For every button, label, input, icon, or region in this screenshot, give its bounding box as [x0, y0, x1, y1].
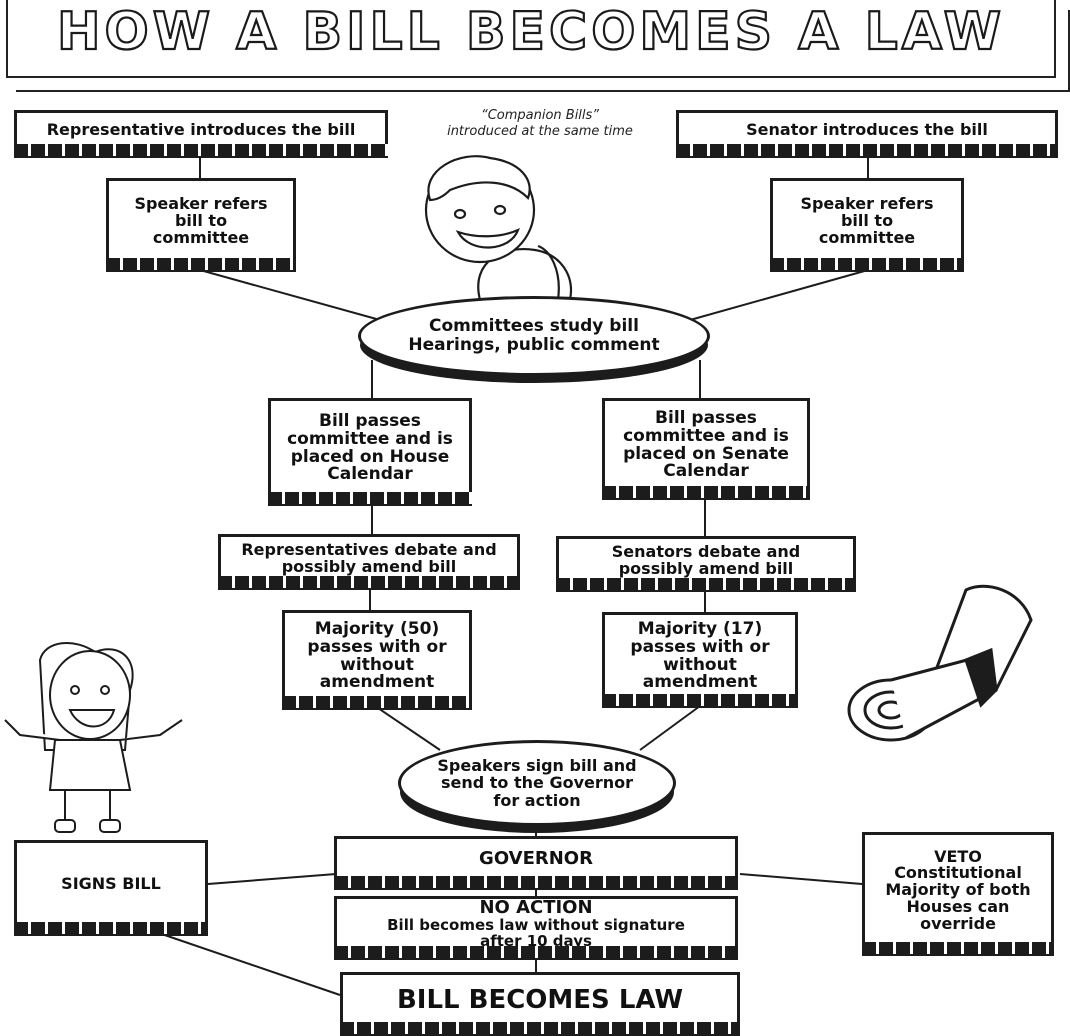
- title-banner: [6, 0, 1056, 78]
- signs-bill-box: SIGNS BILL: [14, 840, 208, 936]
- speakers-sign-label: Speakers sign bill and send to the Gover…: [437, 755, 637, 810]
- senate-calendar-box: Bill passes committee and is placed on S…: [602, 398, 810, 500]
- majority-senate-label: Majority (17) passes with or without ame…: [630, 618, 770, 693]
- page-title: HOW A BILL BECOMES A LAW: [56, 1, 1005, 63]
- no-action-title: NO ACTION: [479, 897, 593, 919]
- senator-introduces-box: Senator introduces the bill: [676, 110, 1058, 158]
- signs-bill-label: SIGNS BILL: [61, 874, 161, 894]
- senator-introduces-label: Senator introduces the bill: [746, 120, 988, 140]
- majority-senate-box: Majority (17) passes with or without ame…: [602, 612, 798, 708]
- connector-line: [689, 269, 869, 321]
- speaker-refers-right-label: Speaker refers bill to committee: [800, 194, 934, 247]
- no-action-text: Bill becomes law without signature after…: [387, 916, 685, 950]
- house-calendar-label: Bill passes committee and is placed on H…: [287, 410, 453, 485]
- senators-debate-box: Senators debate and possibly amend bill: [556, 536, 856, 592]
- committees-study-oval: Committees study bill Hearings, public c…: [358, 296, 710, 376]
- committees-study-label: Committees study bill Hearings, public c…: [408, 316, 660, 355]
- note-line-2: introduced at the same time: [447, 123, 633, 139]
- speaker-refers-right-box: Speaker refers bill to committee: [770, 178, 964, 272]
- speakers-sign-oval: Speakers sign bill and send to the Gover…: [398, 740, 676, 826]
- veto-label: VETO Constitutional Majority of both Hou…: [885, 846, 1031, 933]
- reps-debate-label: Representatives debate and possibly amen…: [241, 539, 497, 576]
- girl-illustration-icon: [4, 641, 183, 833]
- connector-line: [207, 873, 337, 885]
- bill-becomes-law-label: BILL BECOMES LAW: [396, 984, 684, 1015]
- speaker-refers-left-label: Speaker refers bill to committee: [134, 194, 268, 247]
- majority-house-box: Majority (50) passes with or without ame…: [282, 610, 472, 710]
- senate-calendar-label: Bill passes committee and is placed on S…: [623, 407, 789, 482]
- rolled-scroll-icon: [847, 584, 1033, 742]
- boy-illustration-icon: [424, 155, 573, 302]
- no-action-box: NO ACTION Bill becomes law without signa…: [334, 896, 738, 960]
- majority-house-label: Majority (50) passes with or without ame…: [307, 618, 447, 693]
- connector-line: [199, 269, 381, 321]
- connector-line: [739, 873, 863, 885]
- connector-line: [149, 929, 341, 996]
- house-calendar-box: Bill passes committee and is placed on H…: [268, 398, 472, 506]
- veto-box: VETO Constitutional Majority of both Hou…: [862, 832, 1054, 956]
- reps-debate-box: Representatives debate and possibly amen…: [218, 534, 520, 590]
- note-line-1: “Companion Bills”: [480, 108, 600, 123]
- governor-box: GOVERNOR: [334, 836, 738, 890]
- companion-bills-note: “Companion Bills” introduced at the same…: [424, 108, 656, 139]
- connector-line: [639, 705, 701, 751]
- bill-becomes-law-box: BILL BECOMES LAW: [340, 972, 740, 1036]
- speaker-refers-left-box: Speaker refers bill to committee: [106, 178, 296, 272]
- senators-debate-label: Senators debate and possibly amend bill: [611, 541, 801, 578]
- title-shadow: [16, 10, 1070, 92]
- rep-introduces-box: Representative introduces the bill: [14, 110, 388, 158]
- governor-label: GOVERNOR: [479, 848, 593, 870]
- rep-introduces-label: Representative introduces the bill: [46, 120, 356, 140]
- connector-line: [377, 707, 441, 751]
